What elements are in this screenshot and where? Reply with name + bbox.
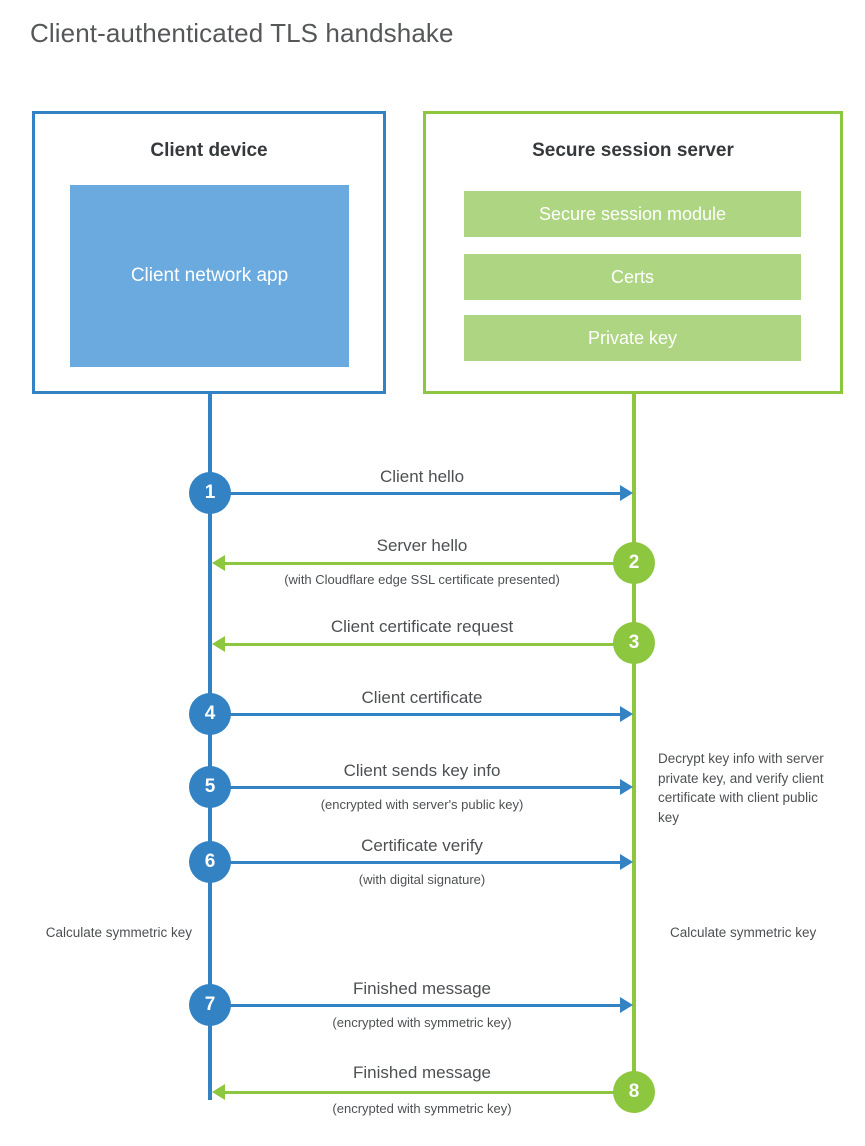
step-2-sublabel: (with Cloudflare edge SSL certificate pr… — [284, 572, 560, 587]
step-badge-6: 6 — [189, 841, 231, 883]
client-device-box: Client device Client network app — [32, 111, 386, 394]
client-network-app-block: Client network app — [70, 185, 349, 367]
step-1-label: Client hello — [379, 467, 465, 486]
step-8-arrow-line — [225, 1091, 634, 1094]
step-5-arrow-head — [620, 779, 633, 795]
page-title: Client-authenticated TLS handshake — [30, 18, 454, 48]
client-calculate-symmetric-key-note: Calculate symmetric key — [45, 925, 192, 940]
step-badge-2: 2 — [613, 542, 655, 584]
server-decrypt-note: Decrypt key info with server private key… — [658, 751, 824, 825]
step-5-sublabel: (encrypted with server's public key) — [320, 797, 524, 812]
step-6-sublabel: (with digital signature) — [358, 872, 486, 887]
step-4-label: Client certificate — [361, 688, 483, 707]
step-2-arrow-line — [225, 562, 634, 565]
client-lifeline — [208, 394, 212, 1100]
secure-session-server-title: Secure session server — [532, 140, 734, 161]
step-1-arrow-line — [210, 492, 620, 495]
step-6-label: Certificate verify — [361, 836, 483, 855]
step-3-label: Client certificate request — [330, 617, 514, 636]
server-module-secure-session-module: Secure session module — [464, 191, 801, 237]
step-1-arrow-head — [620, 485, 633, 501]
step-2-arrow-head — [212, 555, 225, 571]
secure-session-server-box: Secure session server Secure session mod… — [423, 111, 843, 394]
step-4-arrow-head — [620, 706, 633, 722]
step-badge-3: 3 — [613, 622, 655, 664]
server-calculate-symmetric-key-note: Calculate symmetric key — [670, 925, 817, 940]
step-6-arrow-head — [620, 854, 633, 870]
step-7-sublabel: (encrypted with symmetric key) — [332, 1015, 512, 1030]
server-module-private-key: Private key — [464, 315, 801, 361]
step-3-arrow-line — [225, 643, 634, 646]
step-5-label: Client sends key info — [343, 761, 501, 780]
step-2-label: Server hello — [376, 536, 468, 555]
step-badge-7: 7 — [189, 984, 231, 1026]
server-lifeline — [632, 394, 636, 1094]
step-badge-8: 8 — [613, 1071, 655, 1113]
step-badge-1: 1 — [189, 472, 231, 514]
step-7-arrow-head — [620, 997, 633, 1013]
server-module-certs: Certs — [464, 254, 801, 300]
step-8-sublabel: (encrypted with symmetric key) — [332, 1101, 512, 1116]
step-5-arrow-line — [210, 786, 620, 789]
step-6-arrow-line — [210, 861, 620, 864]
step-7-arrow-line — [210, 1004, 620, 1007]
step-badge-4: 4 — [189, 693, 231, 735]
client-device-title: Client device — [150, 140, 268, 161]
step-4-arrow-line — [210, 713, 620, 716]
step-badge-5: 5 — [189, 766, 231, 808]
step-3-arrow-head — [212, 636, 225, 652]
step-8-arrow-head — [212, 1084, 225, 1100]
step-8-label: Finished message — [353, 1063, 491, 1082]
step-7-label: Finished message — [353, 979, 491, 998]
